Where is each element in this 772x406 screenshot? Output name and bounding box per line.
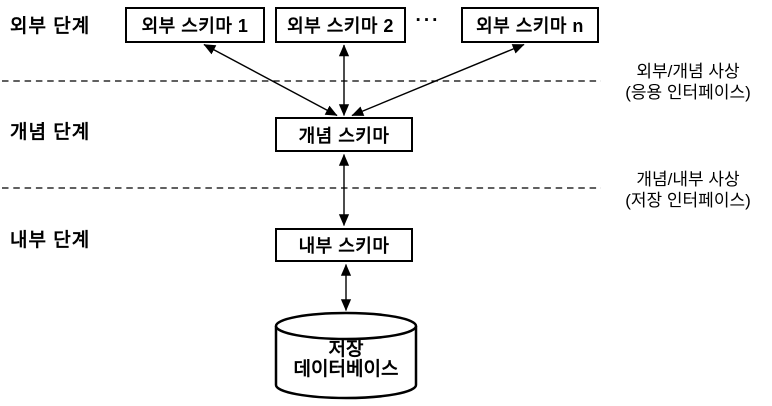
database-label-line2: 데이터베이스	[293, 359, 399, 380]
ellipsis-more-schemas: ···	[415, 10, 441, 31]
mapping-label-conceptual-internal: 개념/내부 사상 (저장 인터페이스)	[606, 169, 770, 211]
arrow-externaln-conceptual	[351, 43, 525, 117]
mapping-label-external-conceptual: 외부/개념 사상 (응용 인터페이스)	[606, 61, 770, 103]
mapping-conceptual-internal-line1: 개념/내부 사상	[636, 170, 740, 189]
level-label-conceptual: 개념 단계	[10, 122, 91, 143]
mapping-conceptual-internal-line2: (저장 인터페이스)	[625, 191, 751, 210]
box-external-schema-n: 외부 스키마 n	[461, 7, 599, 43]
database-label-line1: 저장	[328, 339, 364, 360]
box-external-schema-2: 외부 스키마 2	[275, 7, 406, 43]
database-label: 저장 데이터베이스	[276, 340, 416, 380]
level-label-external: 외부 단계	[10, 16, 91, 37]
arrow-external1-conceptual	[203, 43, 338, 117]
level-label-internal: 내부 단계	[10, 230, 91, 251]
box-internal-schema: 내부 스키마	[275, 228, 413, 262]
mapping-external-conceptual-line1: 외부/개념 사상	[636, 62, 740, 81]
database-cylinder	[274, 311, 418, 400]
box-conceptual-schema: 개념 스키마	[275, 117, 413, 152]
mapping-external-conceptual-line2: (응용 인터페이스)	[625, 83, 751, 102]
box-external-schema-1: 외부 스키마 1	[125, 7, 265, 43]
